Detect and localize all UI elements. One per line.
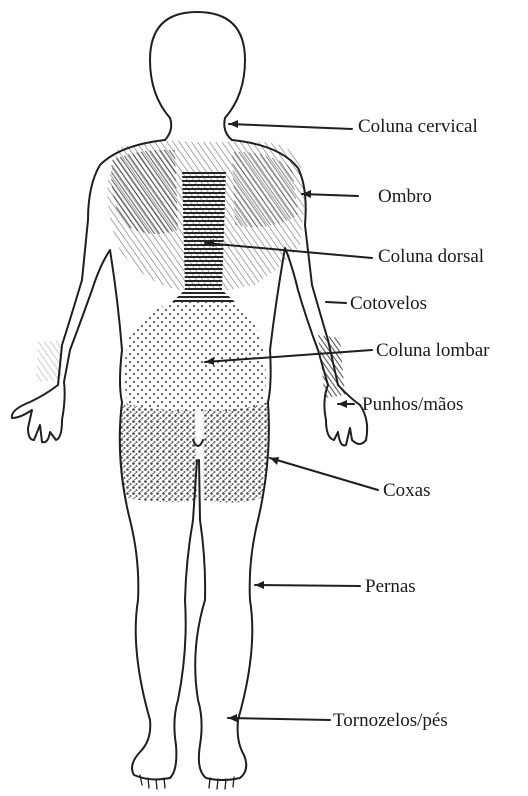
neck-outline xyxy=(165,118,232,140)
thigh-region-right xyxy=(203,402,269,503)
label-coluna-dorsal: Coluna dorsal xyxy=(378,247,484,266)
label-cotovelos: Cotovelos xyxy=(350,294,427,313)
label-punhos-maos: Punhos/mãos xyxy=(362,395,463,414)
label-tornozelos-pes: Tornozelos/pés xyxy=(333,711,448,730)
thigh-region-left xyxy=(119,402,197,502)
arrow-tip-coxas xyxy=(270,457,279,465)
arrow-tip-cervical xyxy=(229,120,238,128)
arrow-tip-pernas xyxy=(255,581,264,589)
leader-coxas xyxy=(270,458,378,490)
head-outline xyxy=(150,12,245,118)
arrow-tip-tornozelos xyxy=(228,714,237,722)
label-coxas: Coxas xyxy=(383,481,431,500)
lumbar-region xyxy=(124,302,266,412)
leader-tornozelos xyxy=(228,718,330,720)
label-ombro: Ombro xyxy=(378,187,432,206)
label-coluna-lombar: Coluna lombar xyxy=(376,341,489,360)
label-pernas: Pernas xyxy=(365,577,416,596)
leader-pernas xyxy=(255,585,360,586)
leader-cervical xyxy=(229,124,352,129)
label-coluna-cervical: Coluna cervical xyxy=(358,117,478,136)
leader-cotovelos xyxy=(326,302,346,303)
left-foot-toes xyxy=(140,775,165,789)
arrow-tip-punhos xyxy=(338,400,347,408)
